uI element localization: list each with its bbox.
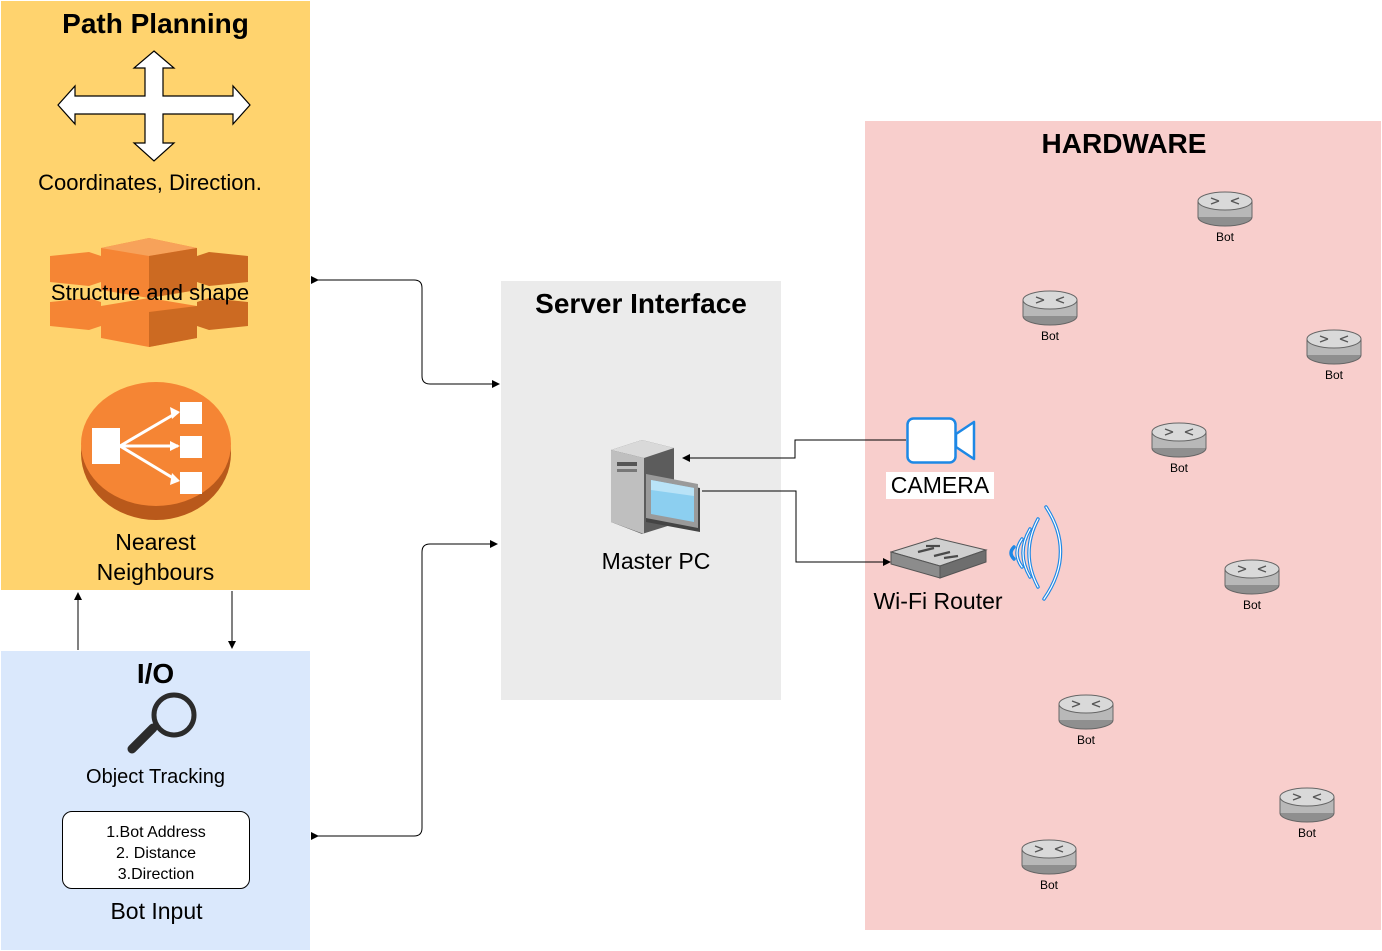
hardware-title: HARDWARE bbox=[1041, 128, 1207, 159]
structure-shape-label: Structure and shape bbox=[50, 280, 250, 305]
bot-input-line: 1.Bot Address bbox=[106, 824, 206, 841]
io-title: I/O bbox=[136, 658, 175, 689]
pp-server-connector bbox=[311, 276, 500, 388]
aws-structure-icon bbox=[50, 238, 248, 347]
bot-node: Bot bbox=[1277, 785, 1337, 845]
wifi-waves-icon bbox=[1009, 505, 1063, 601]
bot-label: Bot bbox=[1040, 329, 1059, 343]
bot-label: Bot bbox=[1324, 368, 1343, 382]
io-server-connector bbox=[311, 540, 498, 840]
magnifier-icon bbox=[127, 692, 197, 754]
bot-input-line: 3.Direction bbox=[117, 866, 195, 883]
server-interface-title: Server Interface bbox=[535, 288, 747, 319]
bot-node: Bot bbox=[1149, 420, 1209, 480]
nearest-neighbours-line1: Nearest bbox=[115, 529, 196, 555]
bot-label: Bot bbox=[1169, 461, 1188, 475]
bot-icon bbox=[1224, 559, 1280, 595]
bot-label: Bot bbox=[1039, 878, 1058, 892]
bot-icon bbox=[1279, 787, 1335, 823]
bot-node: Bot bbox=[1019, 837, 1079, 897]
bot-input-line: 2. Distance bbox=[115, 845, 197, 862]
bot-label: Bot bbox=[1215, 230, 1234, 244]
wifi-router-label: Wi-Fi Router bbox=[873, 588, 1003, 614]
four-way-arrow-icon bbox=[57, 50, 251, 162]
nearest-neighbours-line2: Neighbours bbox=[96, 559, 215, 585]
desktop-pc-icon bbox=[611, 440, 700, 534]
coordinates-direction-label: Coordinates, Direction. bbox=[38, 170, 262, 195]
io-panel bbox=[1, 651, 310, 950]
bot-input-label: Bot Input bbox=[110, 898, 203, 924]
bot-node: Bot bbox=[1304, 327, 1364, 387]
router-icon bbox=[890, 537, 988, 579]
camera-label: CAMERA bbox=[886, 472, 994, 499]
bot-input-box: 1.Bot Address 2. Distance 3.Direction bbox=[62, 811, 250, 889]
bot-icon bbox=[1022, 290, 1078, 326]
camera-icon bbox=[906, 417, 976, 464]
bot-icon bbox=[1058, 694, 1114, 730]
bot-icon bbox=[1151, 422, 1207, 458]
master-pc-label: Master PC bbox=[601, 548, 711, 574]
bot-label: Bot bbox=[1297, 826, 1316, 840]
bot-node: Bot bbox=[1056, 692, 1116, 752]
bot-node: Bot bbox=[1195, 189, 1255, 249]
object-tracking-label: Object Tracking bbox=[86, 766, 225, 788]
bot-node: Bot bbox=[1020, 288, 1080, 348]
bot-icon bbox=[1021, 839, 1077, 875]
bot-icon bbox=[1306, 329, 1362, 365]
bot-label: Bot bbox=[1076, 733, 1095, 747]
bot-icon bbox=[1197, 191, 1253, 227]
load-balancer-icon bbox=[81, 382, 231, 520]
path-planning-title: Path Planning bbox=[62, 8, 249, 39]
bot-node: Bot bbox=[1222, 557, 1282, 617]
nearest-neighbours-label: Nearest Neighbours bbox=[1, 527, 310, 587]
bot-label: Bot bbox=[1242, 598, 1261, 612]
